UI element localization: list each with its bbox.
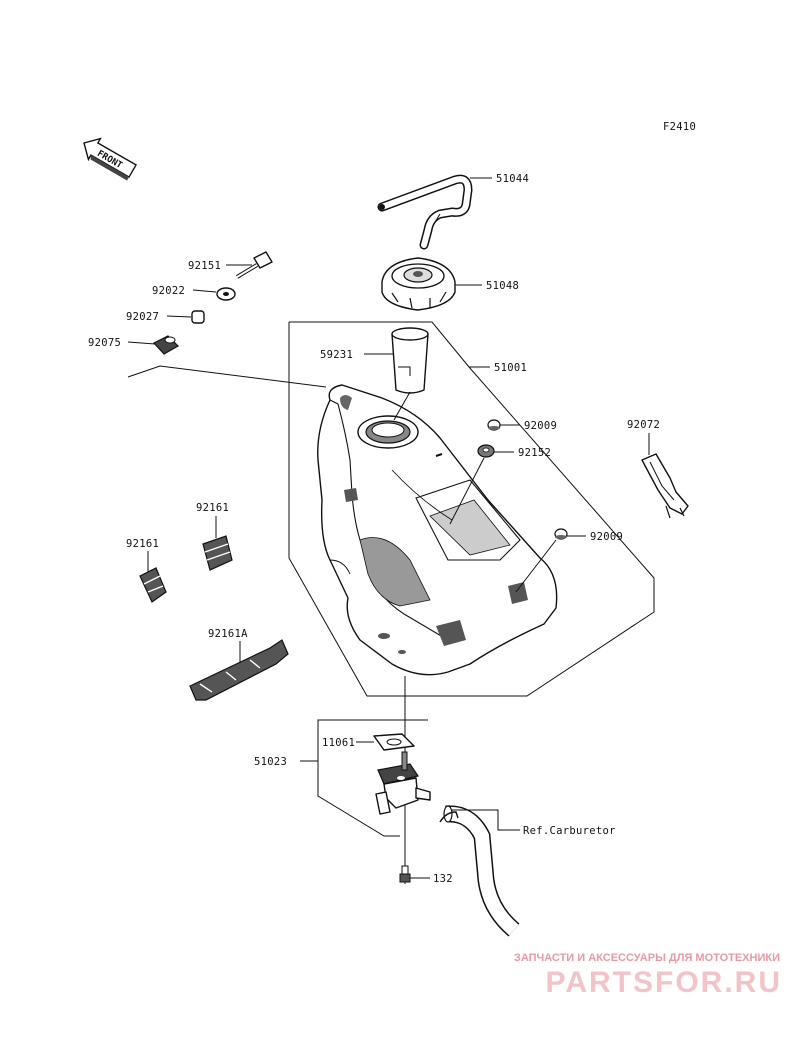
collar xyxy=(191,310,205,324)
label-92161A: 92161A xyxy=(208,628,248,640)
watermark-tagline: ЗАПЧАСТИ И АКСЕССУАРЫ ДЛЯ МОТОТЕХНИКИ xyxy=(513,952,780,964)
label-92022: 92022 xyxy=(152,285,185,297)
label-51048: 51048 xyxy=(486,280,519,292)
label-92027: 92027 xyxy=(126,311,159,323)
grommet xyxy=(477,444,495,458)
gasket xyxy=(373,733,415,751)
tank-band xyxy=(641,453,689,519)
rubber-pad-long xyxy=(189,639,289,701)
label-59231: 59231 xyxy=(320,349,353,361)
label-92161-left: 92161 xyxy=(126,538,159,550)
filler-cap xyxy=(381,257,456,311)
screw xyxy=(399,865,411,883)
label-51023: 51023 xyxy=(254,756,287,768)
label-92009-lower: 92009 xyxy=(590,531,623,543)
filler-neck xyxy=(391,327,429,394)
label-92151: 92151 xyxy=(188,260,221,272)
front-arrow-icon: FRONT xyxy=(83,137,137,181)
fuel-hose xyxy=(439,805,520,937)
plug-upper xyxy=(487,419,501,431)
washer xyxy=(216,287,236,301)
label-132: 132 xyxy=(433,873,453,885)
rubber-pad-right xyxy=(202,535,233,571)
plug-lower xyxy=(554,528,568,540)
label-92161-right: 92161 xyxy=(196,502,229,514)
label-92152: 92152 xyxy=(518,447,551,459)
label-51044: 51044 xyxy=(496,173,529,185)
label-51001: 51001 xyxy=(494,362,527,374)
fuel-cock xyxy=(375,751,431,815)
bolt xyxy=(235,251,273,279)
damper xyxy=(153,335,179,355)
figure-code: F2410 xyxy=(663,121,696,133)
label-92009-upper: 92009 xyxy=(524,420,557,432)
label-ref-carburetor: Ref.Carburetor xyxy=(523,825,616,837)
rubber-pad-left xyxy=(139,567,167,603)
label-92072: 92072 xyxy=(627,419,660,431)
breather-hose xyxy=(377,174,473,250)
label-11061: 11061 xyxy=(322,737,355,749)
watermark-logo: PARTSFOR.RU xyxy=(545,966,782,999)
label-92075: 92075 xyxy=(88,337,121,349)
fuel-tank xyxy=(317,384,558,676)
